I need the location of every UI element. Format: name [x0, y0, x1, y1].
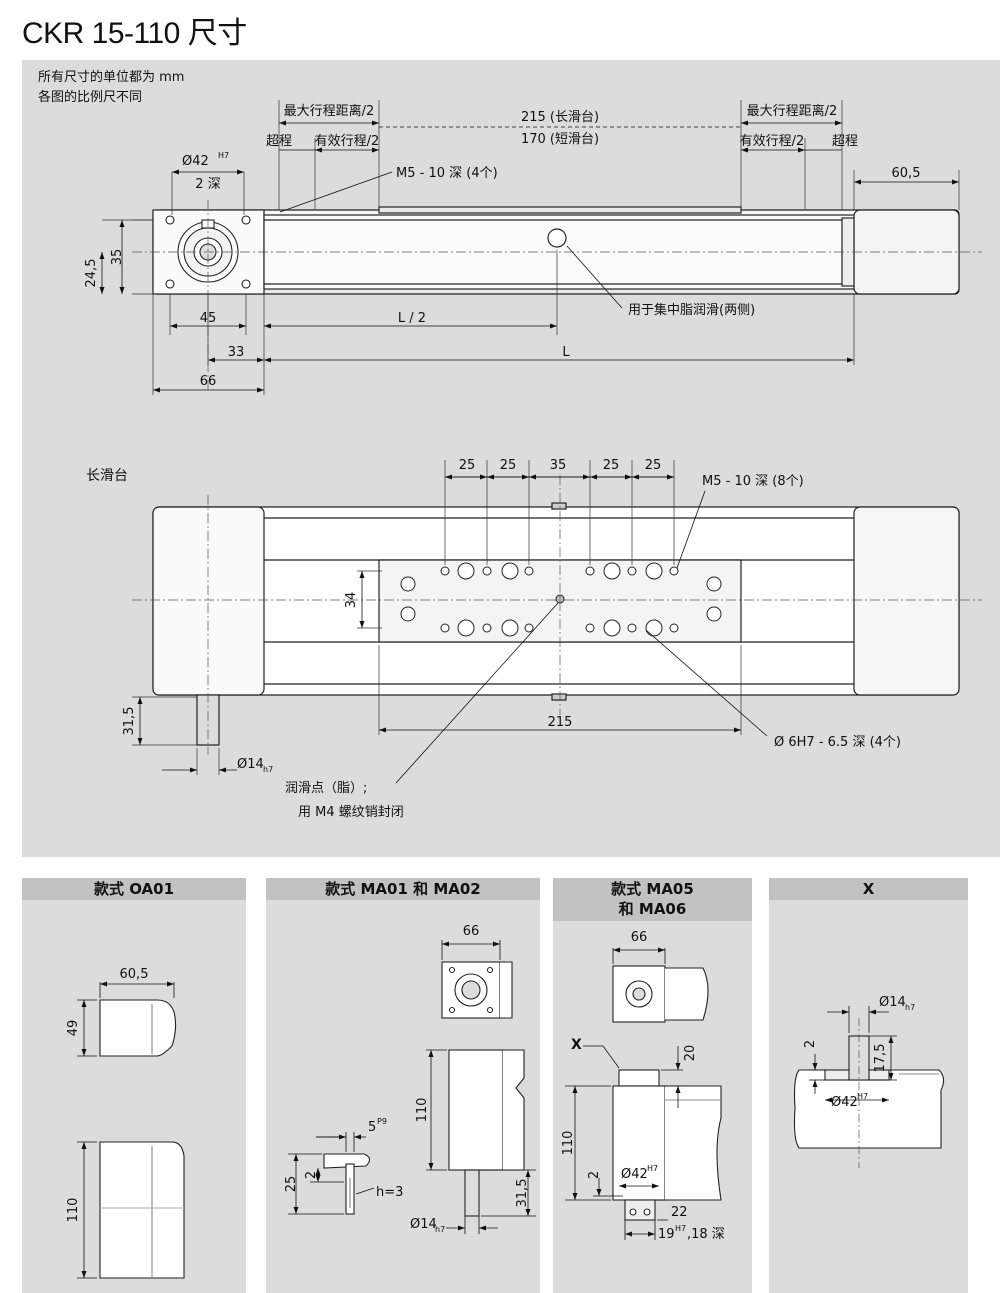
dim-l-half: L / 2 [398, 311, 426, 326]
lube-callout: 用于集中脂润滑(两侧) [628, 302, 755, 318]
x-dia14: Ø14 [879, 995, 906, 1010]
eff-travel-right-label: 有效行程/2 [740, 134, 805, 149]
x-dim-17-5: 17,5 [873, 1044, 888, 1073]
ma05-dim-19-tolerance: H7 [675, 1224, 686, 1233]
ma01-dim-31-5: 31,5 [515, 1179, 530, 1208]
spacing-25-a: 25 [459, 458, 476, 473]
variant-x-drawing: Ø14 h7 2 17,5 Ø42 H7 [793, 995, 945, 1168]
ma01-dia14-tolerance: h7 [435, 1225, 445, 1234]
variant-x-title: X [769, 878, 968, 900]
lube-point-line1: 润滑点（脂）; [285, 781, 367, 796]
actuator-top-view [152, 206, 960, 295]
variant-ma01-panel: 款式 MA01 和 MA02 [266, 878, 540, 1293]
spacing-25-b: 25 [500, 458, 517, 473]
extension-lines [102, 100, 960, 395]
variant-ma05-panel: 款式 MA05 和 MA06 [553, 878, 752, 1293]
ma01-dim-5: 5 [368, 1120, 376, 1135]
m5-8-callout: M5 - 10 深 (8个) [702, 474, 804, 489]
short-carriage-label: 170 (短滑台) [521, 132, 599, 147]
spacing-35: 35 [550, 458, 567, 473]
top-view-drawing: 最大行程距离/2 最大行程距离/2 215 (长滑台) 170 (短滑台) 超程… [84, 100, 982, 820]
dim-24-5: 24,5 [84, 259, 99, 288]
oa01-dim-49: 49 [66, 1020, 81, 1037]
ma05-dim-2: 2 [587, 1171, 602, 1179]
dim-33: 33 [228, 345, 245, 360]
ma01-dim-5-tolerance: P9 [377, 1117, 387, 1126]
dia42-tolerance: H7 [218, 151, 229, 160]
max-travel-left-label: 最大行程距离/2 [284, 103, 375, 119]
long-view-center-lines [132, 475, 982, 755]
x-dim-2: 2 [803, 1040, 818, 1048]
dim-l: L [562, 345, 570, 360]
long-view-extension-lines [132, 460, 742, 775]
scale-note: 各图的比例尺不同 [38, 90, 143, 105]
variant-ma05-drawing: 66 X 20 110 Ø42 H7 2 22 19 H7 ,18 深 [561, 930, 725, 1242]
dowel-callout: Ø 6H7 - 6.5 深 (4个) [774, 735, 901, 750]
ma05-dia42-tolerance: H7 [647, 1164, 658, 1173]
x-dia14-tolerance: h7 [905, 1003, 915, 1012]
ma05-dim-66: 66 [631, 930, 648, 945]
dim-34: 34 [344, 592, 359, 609]
spacing-25-d: 25 [645, 458, 662, 473]
dia42-label: Ø42 [182, 154, 209, 169]
variant-x-panel: X Ø14 h7 2 17,5 Ø42 H7 [769, 878, 968, 1293]
long-carriage-title: 长滑台 [86, 467, 128, 484]
dim-66: 66 [200, 374, 217, 389]
spacing-25-c: 25 [603, 458, 620, 473]
long-carriage-label: 215 (长滑台) [521, 110, 599, 125]
page-title: CKR 15-110 尺寸 [22, 17, 247, 50]
ma01-dim-66: 66 [463, 924, 480, 939]
overtravel-left-label: 超程 [266, 134, 292, 149]
variant-ma01-title: 款式 MA01 和 MA02 [266, 878, 540, 900]
x-dia42: Ø42 [831, 1095, 858, 1110]
ma05-dim-110: 110 [561, 1131, 576, 1156]
ma01-dim-2: 2 [304, 1171, 319, 1179]
ma05-dia42: Ø42 [621, 1167, 648, 1182]
long-view-dimension-lines [137, 474, 768, 784]
variant-oa01-drawing: 60,5 49 110 [66, 967, 185, 1279]
ma01-dim-110: 110 [415, 1098, 430, 1123]
dimension-lines [99, 120, 959, 393]
ma01-h3: h=3 [376, 1185, 403, 1200]
ma01-dim-25: 25 [284, 1176, 299, 1193]
max-travel-right-label: 最大行程距离/2 [747, 103, 838, 119]
ma05-dim-22: 22 [671, 1205, 688, 1220]
dim-60-5: 60,5 [892, 166, 921, 181]
actuator-long-carriage-view [152, 502, 960, 746]
lube-nipple [547, 228, 567, 248]
dia14-label: Ø14 [237, 757, 264, 772]
ma05-dim-19-rest: ,18 深 [687, 1227, 725, 1242]
dia14-tolerance: h7 [263, 765, 273, 774]
dim-35: 35 [110, 249, 125, 266]
ma05-dim-20: 20 [683, 1045, 698, 1062]
x-dia42-tolerance: H7 [857, 1092, 868, 1101]
ma05-title-line1: 款式 MA05 [611, 880, 694, 898]
m5-callout: M5 - 10 深 (4个) [396, 166, 498, 181]
overtravel-right-label: 超程 [832, 134, 858, 149]
carriage-holes [400, 562, 722, 637]
dim-45: 45 [200, 311, 217, 326]
units-note: 所有尺寸的单位都为 mm [38, 70, 185, 85]
main-drawing-panel: 所有尺寸的单位都为 mm 各图的比例尺不同 [22, 60, 1000, 857]
dim-215: 215 [548, 715, 573, 730]
variant-oa01-title: 款式 OA01 [22, 878, 246, 900]
variant-ma05-title: 款式 MA05 和 MA06 [553, 878, 752, 921]
ma05-x-label: X [571, 1037, 582, 1053]
oa01-dim-110: 110 [66, 1198, 81, 1223]
variant-oa01-panel: 款式 OA01 60,5 49 110 [22, 878, 246, 1293]
ma01-dia14: Ø14 [410, 1217, 437, 1232]
depth-2-label: 2 深 [195, 177, 220, 192]
oa01-dim-60-5: 60,5 [120, 967, 149, 982]
lube-point-line2: 用 M4 螺纹销封闭 [298, 805, 404, 820]
eff-travel-left-label: 有效行程/2 [315, 134, 380, 149]
dim-31-5: 31,5 [122, 707, 137, 736]
ma05-dim-19: 19 [658, 1227, 675, 1242]
variant-ma01-drawing: 66 110 5 P9 25 2 h=3 Ø14 h7 31,5 [284, 924, 536, 1234]
ma05-title-line2: 和 MA06 [618, 900, 687, 918]
